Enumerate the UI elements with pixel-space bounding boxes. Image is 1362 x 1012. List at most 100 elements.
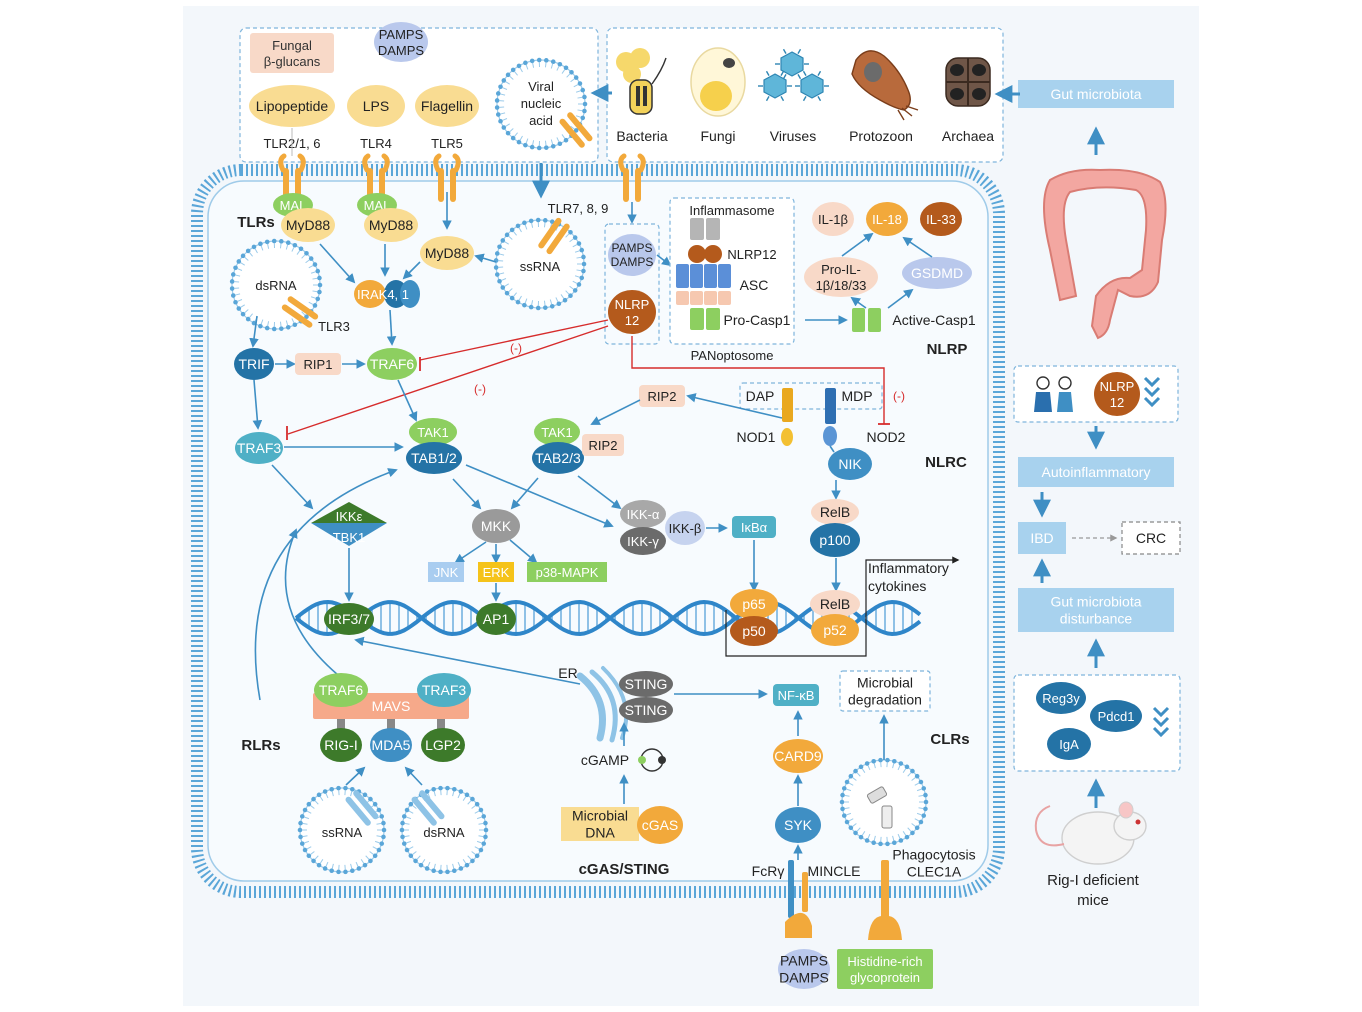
- traf3-node: TRAF3: [235, 432, 283, 464]
- il33-node-label: IL-33: [926, 212, 956, 227]
- tlr5-label: TLR5: [431, 136, 463, 151]
- section-nlrc: NLRC: [925, 454, 967, 471]
- tbk1-label: TBK1: [333, 530, 366, 545]
- traf3-node-label: TRAF3: [237, 440, 282, 456]
- pro-il-node-label: Pro-IL-1β/18/33: [816, 262, 867, 293]
- colon-icon: [1043, 168, 1167, 340]
- ikka-node: IKK-α: [620, 500, 666, 528]
- rip1-node-label: RIP1: [304, 357, 333, 372]
- inhibition-line: [287, 325, 609, 435]
- mda5-node: MDA5: [370, 728, 412, 762]
- p50-node: p50: [730, 616, 778, 646]
- inflammasome-complex-icon: [676, 218, 731, 330]
- nfkb-node: NF-κB: [773, 684, 819, 706]
- ikba-node-label: IκBα: [741, 520, 768, 535]
- cgamp-label: cGAMP: [581, 752, 629, 768]
- p65-node: p65: [730, 589, 778, 619]
- nod2-to-nik-line: [829, 445, 835, 453]
- rlr-to-tab-arrow: [254, 468, 398, 701]
- ssrna-rlr-vesicle-icon: [297, 785, 387, 875]
- neg-label-1: (-): [510, 341, 522, 355]
- myd88-node-1-label: MyD88: [286, 217, 331, 233]
- syk-node: SYK: [775, 807, 821, 843]
- lipopeptide-node-label: Lipopeptide: [256, 98, 329, 114]
- ap1-node-label: AP1: [483, 611, 510, 627]
- relb-node-2: RelB: [810, 590, 860, 618]
- crc-box: [1121, 521, 1181, 555]
- irf37-node-label: IRF3/7: [328, 611, 370, 627]
- section-tlrs: TLRs: [237, 214, 275, 231]
- lgp2-node-label: LGP2: [425, 737, 461, 753]
- rip2-node-label: RIP2: [648, 389, 677, 404]
- microbe-fragment-icon: [866, 786, 893, 829]
- ikkb-node: IKK-β: [665, 511, 705, 545]
- p50-node-label: p50: [742, 623, 766, 639]
- trif-node-label: TRIF: [238, 356, 269, 372]
- nod2-label: NOD2: [867, 429, 906, 445]
- tlr4-label: TLR4: [360, 136, 392, 151]
- ikkg-node-label: IKK-γ: [627, 534, 659, 549]
- irak-label: IRAK4, 1: [357, 287, 409, 302]
- active-casp1-icon: [852, 308, 881, 332]
- mavs-connector: [437, 719, 445, 729]
- il1b-node-label: IL-1β: [818, 212, 848, 227]
- mkk-node-label: MKK: [481, 518, 512, 534]
- inflammasome-title: Inflammasome: [689, 203, 774, 218]
- neg-label-3: (-): [893, 389, 905, 403]
- p100-node: p100: [810, 523, 860, 557]
- gsdmd-to-il-arrow: [902, 236, 933, 258]
- jnk-node-label: JNK: [434, 565, 459, 580]
- mouse-icon: [1034, 801, 1147, 865]
- irf37-node: IRF3/7: [324, 603, 374, 635]
- traf6-to-tak1-arrow: [397, 379, 418, 422]
- il18-node-label: IL-18: [872, 212, 902, 227]
- tlr3-to-trif-arrow: [249, 315, 259, 348]
- chevron-down-icon: [1143, 376, 1161, 408]
- nlrp12-inflammasome-label: NLRP12: [727, 247, 776, 262]
- nod2-receptor-icon: [823, 388, 837, 446]
- clec1a-receptor-icon: [868, 860, 902, 940]
- tlr4-receptor-icon: [362, 153, 390, 202]
- dsrna-to-mda5-arrow: [404, 766, 423, 786]
- crc-label: CRC: [1136, 530, 1166, 546]
- viral-receptor-icon: [559, 112, 593, 148]
- tlr5-receptor-icon: [433, 153, 461, 202]
- clr-vesicle-icon: [839, 757, 929, 847]
- nod1-to-rip2-arrow: [686, 393, 783, 419]
- traf3-rlr-node: TRAF3: [417, 673, 471, 707]
- pdcd1-node-label: Pdcd1: [1098, 709, 1135, 724]
- rigi-receptor-icon: [345, 790, 379, 826]
- dap-label: DAP: [746, 388, 775, 404]
- tab12-to-mkk-arrow: [452, 478, 482, 510]
- tab12-to-ikk-arrow: [465, 464, 614, 528]
- cgas-node-label: cGAS: [642, 817, 679, 833]
- procasp1-label: Pro-Casp1: [724, 312, 791, 328]
- myd88-node-1: MyD88: [281, 208, 335, 242]
- section-nlrp: NLRP: [927, 341, 968, 358]
- mdp-label: MDP: [841, 388, 872, 404]
- proil-to-il-arrow: [841, 232, 874, 257]
- protozoon-icon: [851, 50, 919, 121]
- ssrna-to-myd88-arrow: [474, 253, 497, 263]
- inhibition-line: [631, 336, 885, 424]
- rigi-node: RIG-I: [320, 728, 362, 762]
- pdcd1-node: Pdcd1: [1090, 700, 1142, 732]
- tak1-node-2: TAK1: [534, 418, 580, 446]
- dsrna-rlr-label: dsRNA: [423, 825, 465, 840]
- myd88-node-3: MyD88: [420, 236, 474, 270]
- microbe-label-protozoon: Protozoon: [849, 128, 913, 144]
- card9-node: CARD9: [773, 739, 823, 773]
